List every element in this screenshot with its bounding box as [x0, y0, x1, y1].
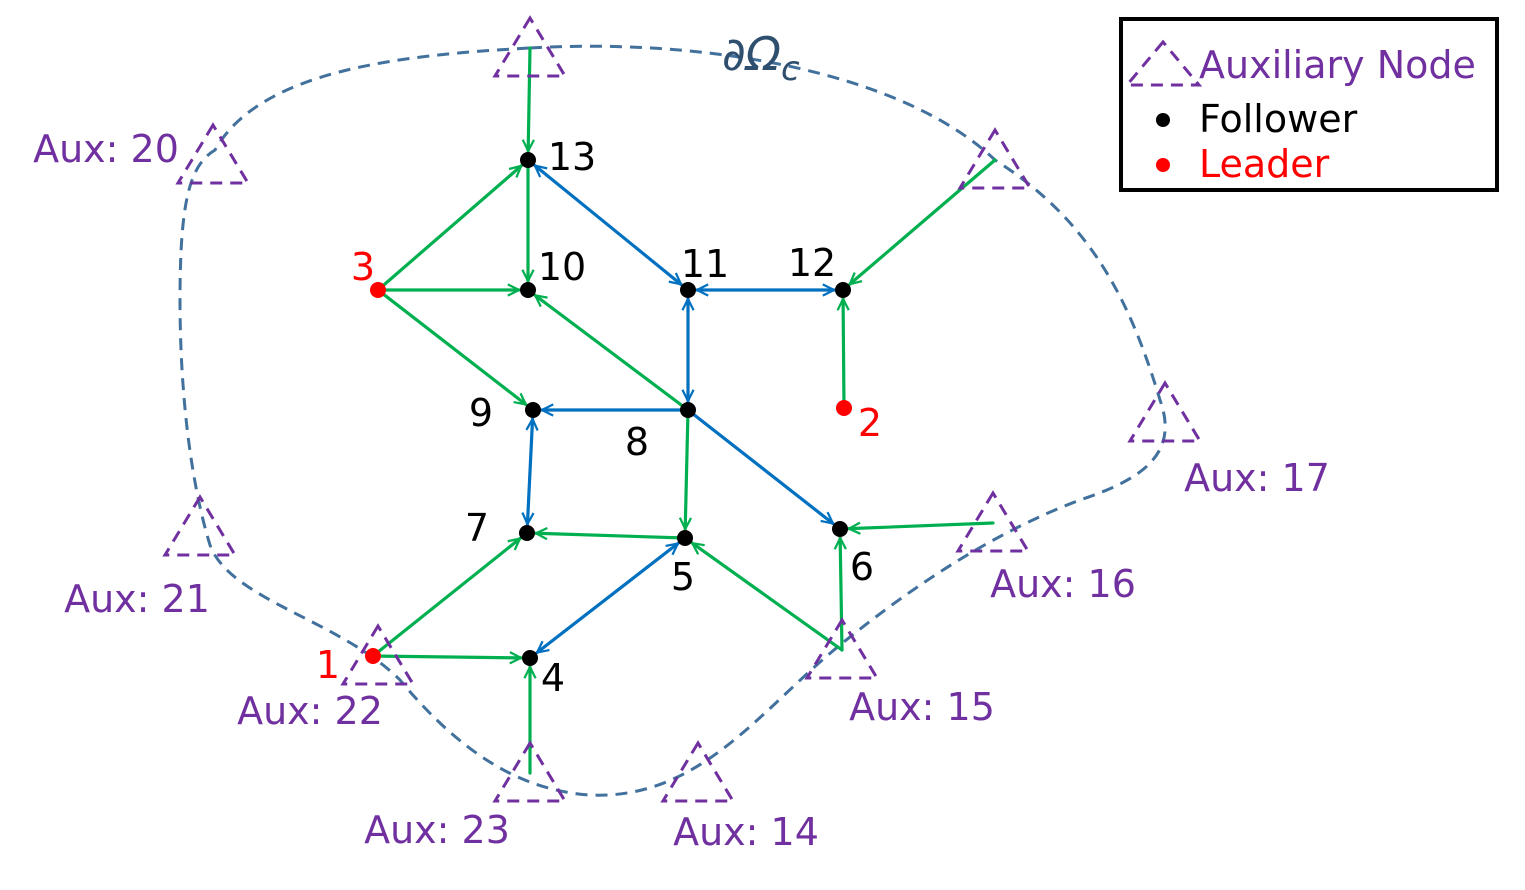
follower-node-11: [680, 282, 696, 298]
auxiliary-triangle-icon-21: [162, 494, 238, 557]
auxiliary-triangle-icon-16: [955, 490, 1031, 553]
edge-1-to-4: [375, 656, 523, 658]
boundary-curve: [178, 44, 1167, 797]
follower-node-13: [520, 152, 536, 168]
node-label-9: 9: [469, 391, 493, 435]
edge-8-to-10: [535, 293, 687, 410]
edge-15-to-5: [692, 541, 844, 652]
auxiliary-label-17: Aux: 17: [1184, 456, 1330, 500]
legend-box: [1119, 17, 1499, 192]
auxiliary-triangle-icon-top: [492, 15, 568, 78]
leader-node-3: [370, 282, 386, 298]
node-label-10: 10: [538, 245, 586, 289]
auxiliary-label-22: Aux: 22: [237, 689, 383, 733]
auxiliary-triangle-icon-20: [175, 122, 251, 185]
follower-node-8: [680, 402, 696, 418]
leader-node-1: [365, 648, 381, 664]
auxiliary-label-14: Aux: 14: [673, 810, 819, 854]
node-label-7: 7: [465, 506, 489, 550]
auxiliary-triangle-icon-15: [804, 617, 880, 680]
edge-4-to-5: [537, 541, 678, 655]
edge-13-to-11: [535, 164, 681, 286]
follower-node-12: [835, 282, 851, 298]
follower-node-6: [832, 521, 848, 537]
edge-15-to-6: [840, 536, 842, 652]
legend: Auxiliary Node Follower Leader: [1119, 17, 1499, 192]
auxiliary-label-21: Aux: 21: [64, 577, 210, 621]
auxiliary-label-23: Aux: 23: [364, 808, 510, 852]
edge-3-to-13: [379, 166, 521, 289]
follower-node-9: [525, 402, 541, 418]
boundary-label: ∂Ωc: [722, 27, 800, 89]
auxiliary-triangle-icon-22: [340, 623, 416, 686]
edge-3-to-9: [379, 290, 526, 407]
follower-node-7: [519, 525, 535, 541]
auxiliary-triangle-icon-topright: [957, 127, 1033, 190]
follower-node-4: [522, 650, 538, 666]
legend-follower-dot-icon: [1156, 113, 1170, 127]
edge-8-to-5: [685, 412, 688, 531]
node-label-12: 12: [788, 241, 836, 285]
edge-top-to-13: [528, 46, 530, 153]
auxiliary-triangle-icon-14: [660, 740, 736, 803]
leader-node-2: [836, 400, 852, 416]
edge-topright-to-12: [850, 158, 997, 284]
edge-1-to-7: [374, 537, 520, 656]
node-label-3: 3: [351, 245, 375, 289]
node-label-6: 6: [850, 545, 874, 589]
auxiliary-label-16: Aux: 16: [990, 562, 1136, 606]
node-label-13: 13: [548, 135, 596, 179]
auxiliary-label-15: Aux: 15: [849, 685, 995, 729]
node-label-5: 5: [671, 555, 695, 599]
follower-node-5: [677, 530, 693, 546]
node-label-11: 11: [681, 242, 729, 286]
node-label-4: 4: [541, 656, 565, 700]
legend-follower-label: Follower: [1199, 97, 1358, 141]
legend-leader-dot-icon: [1156, 158, 1170, 172]
legend-auxiliary-triangle-icon: [1123, 39, 1203, 87]
auxiliary-label-20: Aux: 20: [33, 127, 179, 171]
auxiliary-triangle-icon-23: [492, 740, 568, 803]
edge-9-to-7: [527, 419, 532, 524]
follower-node-10: [520, 282, 536, 298]
edge-5-to-7: [536, 533, 683, 538]
edge-8-to-6: [689, 410, 833, 526]
edge-16-to-6: [849, 521, 995, 529]
auxiliary-triangle-icon-17: [1127, 380, 1203, 443]
edge-2-to-12: [843, 297, 844, 406]
node-label-8: 8: [625, 420, 649, 464]
legend-leader-label: Leader: [1199, 142, 1330, 186]
node-label-2: 2: [858, 401, 882, 445]
node-label-1: 1: [316, 643, 340, 687]
legend-auxiliary-label: Auxiliary Node: [1199, 43, 1476, 87]
